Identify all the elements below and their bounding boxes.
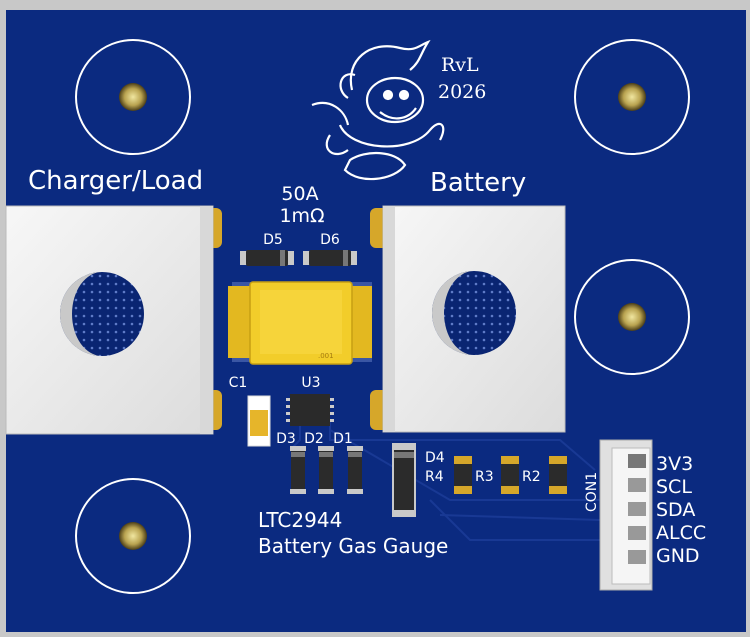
u3-label: U3 xyxy=(301,375,320,391)
connector-con1 xyxy=(599,439,653,591)
d6-label: D6 xyxy=(320,232,340,248)
d3-label: D3 xyxy=(276,431,296,447)
r3-label: R3 xyxy=(475,469,494,485)
pin-label-5: GND xyxy=(656,545,700,567)
board-subtitle: Battery Gas Gauge xyxy=(258,534,448,558)
diode-d1 xyxy=(347,446,363,494)
pin-label-3: SDA xyxy=(656,499,695,521)
left-terminal-label: Charger/Load xyxy=(28,166,203,196)
mounting-hole-mid-right xyxy=(574,259,690,375)
diode-d6 xyxy=(303,250,357,266)
con1-label: CON1 xyxy=(584,472,600,512)
d4-label: D4 xyxy=(425,450,445,466)
svg-text:.001: .001 xyxy=(318,352,334,360)
right-terminal-label: Battery xyxy=(430,168,526,198)
board-title: LTC2944 xyxy=(258,508,342,532)
d5-label: D5 xyxy=(263,232,283,248)
r2-label: R2 xyxy=(522,469,541,485)
resistor-r3 xyxy=(501,456,519,494)
diode-d2 xyxy=(318,446,334,494)
year-text: 2026 xyxy=(438,81,486,103)
c1-label: C1 xyxy=(229,375,248,391)
mascot-logo-icon xyxy=(311,39,445,181)
resistor-r2 xyxy=(549,456,567,494)
d1-label: D1 xyxy=(333,431,353,447)
signature-text: RvL xyxy=(441,54,479,76)
ic-u3-ltc2944 xyxy=(286,394,334,426)
pin-label-4: ALCC xyxy=(656,522,706,544)
right-busbar-terminal xyxy=(370,205,566,433)
pin-label-1: 3V3 xyxy=(656,453,693,475)
shunt-current-rating: 50A xyxy=(281,183,318,205)
diode-d3 xyxy=(290,446,306,494)
d2-label: D2 xyxy=(304,431,324,447)
capacitor-c1 xyxy=(247,395,271,447)
shunt-resistor: .001 xyxy=(228,281,372,365)
r4-label: R4 xyxy=(425,469,444,485)
pin-label-2: SCL xyxy=(656,476,692,498)
mounting-hole-top-left xyxy=(75,39,191,155)
mounting-hole-top-right xyxy=(574,39,690,155)
resistor-r4 xyxy=(454,456,472,494)
left-busbar-terminal xyxy=(5,205,222,435)
copper-traces xyxy=(289,400,610,541)
mounting-hole-bottom-left xyxy=(75,478,191,594)
diode-d5 xyxy=(240,250,294,266)
diode-d4 xyxy=(392,443,416,517)
shunt-resistance-rating: 1mΩ xyxy=(279,205,324,227)
